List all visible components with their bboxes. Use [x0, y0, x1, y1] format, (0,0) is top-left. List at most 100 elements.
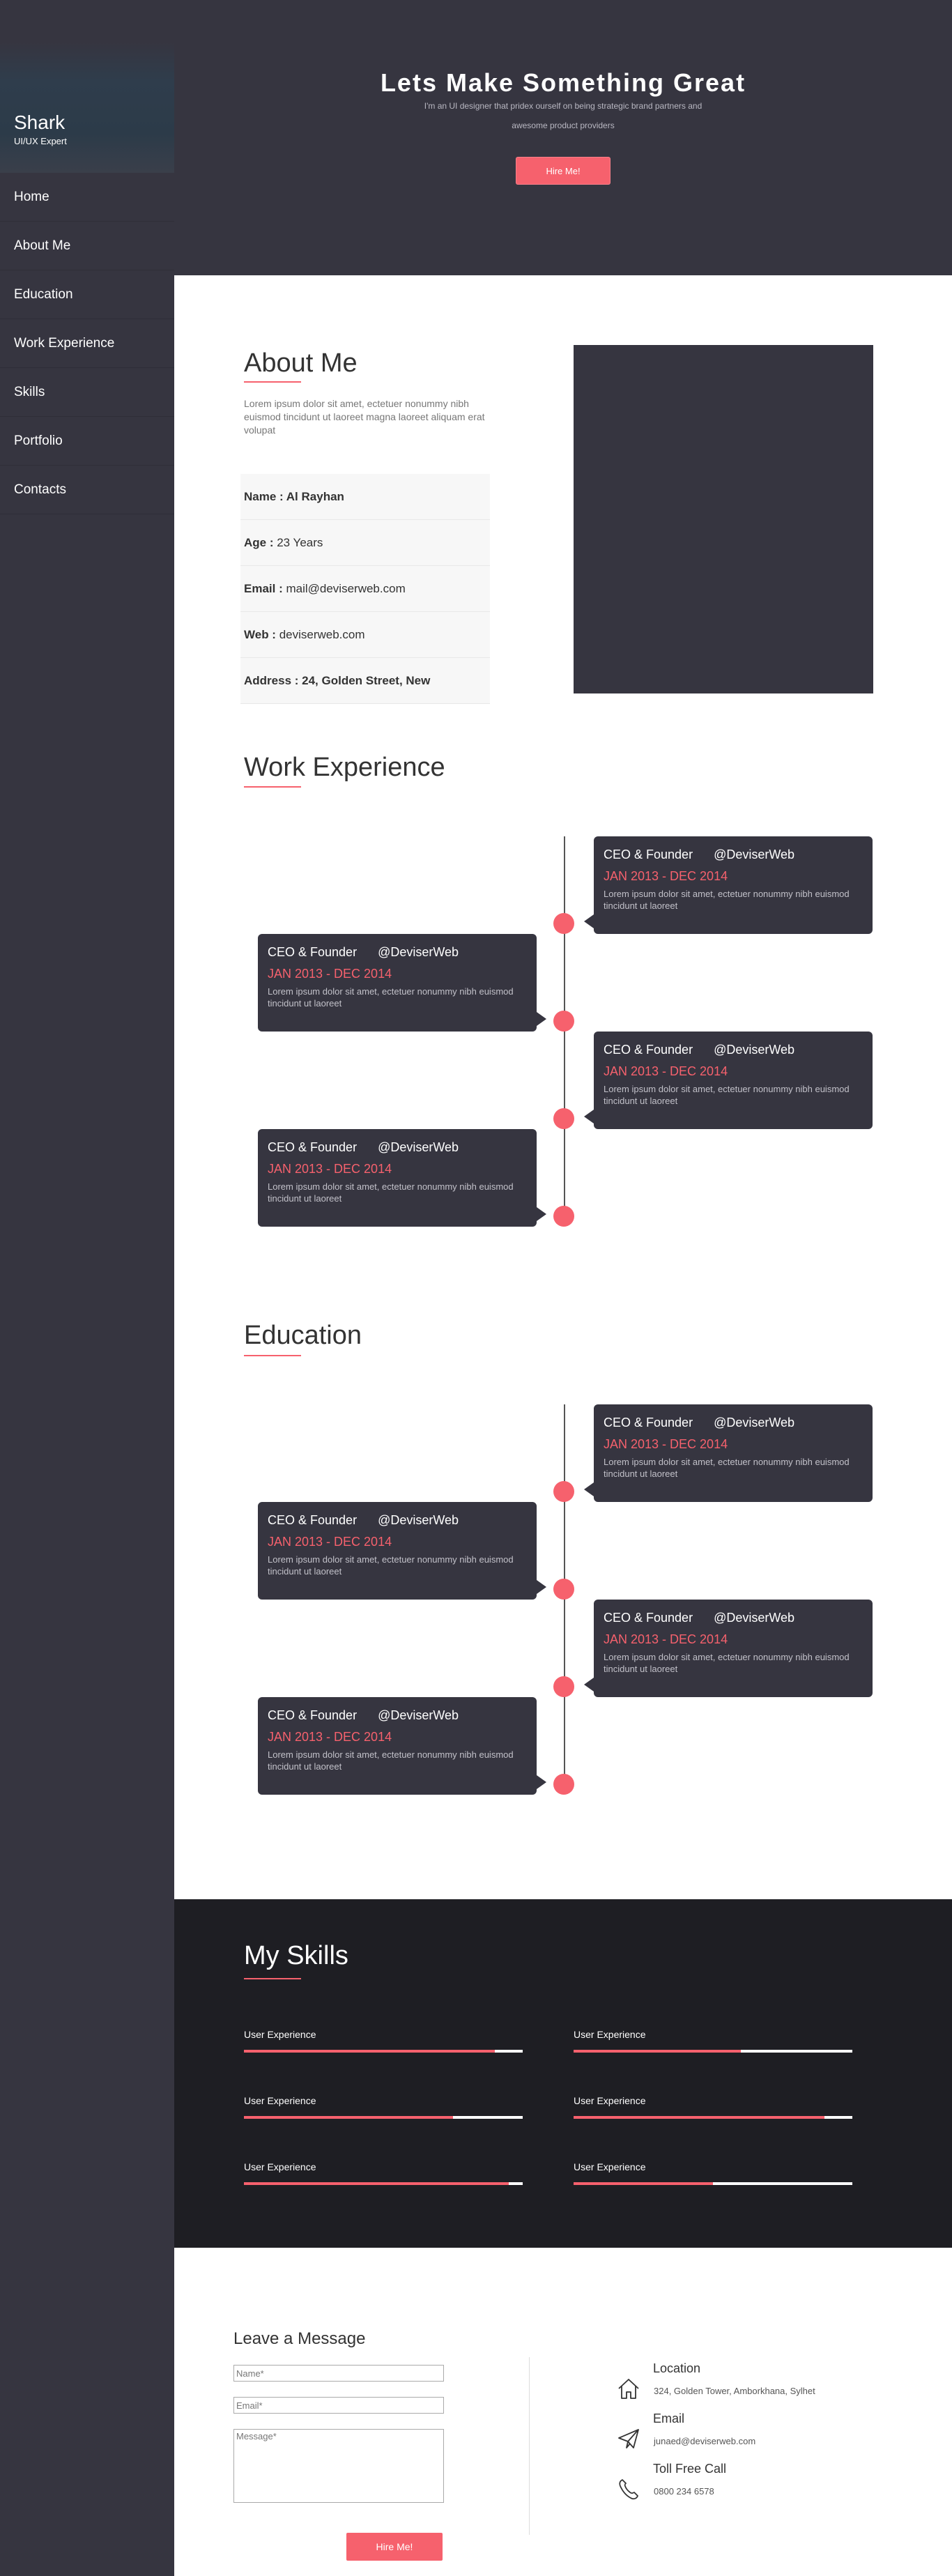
entry-desc: Lorem ipsum dolor sit amet, ectetuer non… — [604, 889, 850, 911]
nav-item-portfolio[interactable]: Portfolio — [0, 417, 174, 466]
info-key: Age : — [244, 536, 274, 549]
timeline-dot — [553, 1481, 574, 1502]
info-value: mail@deviserweb.com — [282, 582, 406, 595]
skill-label: User Experience — [574, 2095, 646, 2106]
skill-item: User Experience — [244, 2161, 523, 2185]
entry-desc: Lorem ipsum dolor sit amet, ectetuer non… — [268, 1749, 514, 1772]
info-row-age: Age : 23 Years — [240, 520, 490, 566]
nav-item-about[interactable]: About Me — [0, 222, 174, 270]
email-field[interactable] — [233, 2397, 444, 2414]
name-field[interactable] — [233, 2365, 444, 2382]
skill-item: User Experience — [244, 2095, 523, 2119]
entry-date: JAN 2013 - DEC 2014 — [604, 869, 728, 883]
info-key: Email : — [244, 582, 283, 595]
message-field[interactable] — [233, 2429, 444, 2503]
entry-date: JAN 2013 - DEC 2014 — [604, 1632, 728, 1646]
entry-role: CEO & Founder — [604, 1416, 693, 1429]
sidebar: Shark UI/UX Expert Home About Me Educati… — [0, 0, 174, 2576]
location-value: 324, Golden Tower, Amborkhana, Sylhet — [654, 2386, 815, 2396]
skill-label: User Experience — [244, 2161, 316, 2172]
location-title: Location — [653, 2361, 701, 2375]
skill-item: User Experience — [244, 2029, 523, 2053]
paper-plane-icon — [618, 2429, 639, 2448]
timeline-dot — [553, 1676, 574, 1697]
profile-header: Shark UI/UX Expert — [0, 42, 174, 173]
entry-handle: @DeviserWeb — [378, 1513, 459, 1527]
send-message-button[interactable]: Hire Me! — [346, 2533, 443, 2561]
contact-title: Leave a Message — [233, 2329, 366, 2348]
nav-item-skills[interactable]: Skills — [0, 368, 174, 417]
entry-role: CEO & Founder — [268, 1140, 358, 1154]
skill-bar-fill — [574, 2116, 824, 2119]
work-entry: CEO & Founder @DeviserWeb JAN 2013 - DEC … — [584, 836, 873, 934]
info-key: Web : — [244, 628, 276, 641]
timeline-dot — [553, 913, 574, 934]
skill-bar-fill — [244, 2182, 509, 2185]
nav-item-home[interactable]: Home — [0, 173, 174, 222]
education-entry: CEO & Founder @DeviserWeb JAN 2013 - DEC … — [258, 1502, 546, 1600]
education-entry: CEO & Founder @DeviserWeb JAN 2013 - DEC … — [584, 1600, 873, 1697]
entry-desc: Lorem ipsum dolor sit amet, ectetuer non… — [604, 1084, 850, 1106]
entry-handle: @DeviserWeb — [378, 1708, 459, 1722]
entry-date: JAN 2013 - DEC 2014 — [604, 1064, 728, 1078]
skill-bar-fill — [574, 2182, 713, 2185]
entry-handle: @DeviserWeb — [378, 1140, 459, 1154]
work-entry: CEO & Founder @DeviserWeb JAN 2013 - DEC … — [258, 1129, 546, 1227]
entry-role: CEO & Founder — [268, 1513, 358, 1527]
profile-role: UI/UX Expert — [14, 136, 67, 146]
entry-desc: Lorem ipsum dolor sit amet, ectetuer non… — [268, 1181, 514, 1204]
info-row-email: Email : mail@deviserweb.com — [240, 566, 490, 612]
phone-title: Toll Free Call — [653, 2462, 727, 2476]
skill-item: User Experience — [574, 2095, 852, 2119]
timeline-dot — [553, 1579, 574, 1600]
entry-handle: @DeviserWeb — [714, 848, 795, 861]
skills-section: My Skills User Experience User Experienc… — [174, 1899, 952, 2248]
info-value: 24, Golden Street, New — [298, 674, 431, 687]
entry-date: JAN 2013 - DEC 2014 — [268, 1162, 392, 1176]
info-row-name: Name : Al Rayhan — [240, 474, 490, 520]
email-title: Email — [653, 2412, 685, 2425]
entry-handle: @DeviserWeb — [714, 1416, 795, 1429]
about-title: About Me — [244, 348, 358, 378]
work-entry: CEO & Founder@DeviserWeb JAN 2013 - DEC … — [584, 1032, 873, 1129]
info-value: deviserweb.com — [275, 628, 365, 641]
entry-date: JAN 2013 - DEC 2014 — [268, 1535, 392, 1549]
entry-date: JAN 2013 - DEC 2014 — [268, 1730, 392, 1744]
entry-role: CEO & Founder — [604, 848, 693, 861]
timeline-dot — [553, 1206, 574, 1227]
skill-bar — [244, 2050, 523, 2053]
skill-bar — [574, 2182, 852, 2185]
hero-hire-button[interactable]: Hire Me! — [516, 157, 611, 185]
nav-item-education[interactable]: Education — [0, 270, 174, 319]
hero-section: Lets Make Something Great I'm an UI desi… — [174, 0, 952, 275]
education-title: Education — [244, 1321, 362, 1350]
skill-label: User Experience — [244, 2029, 316, 2040]
info-value: Al Rayhan — [283, 490, 344, 503]
about-text: Lorem ipsum dolor sit amet, ectetuer non… — [244, 398, 485, 436]
info-row-web: Web : deviserweb.com — [240, 612, 490, 658]
skill-label: User Experience — [574, 2029, 646, 2040]
phone-icon — [619, 2479, 638, 2500]
nav-item-work-experience[interactable]: Work Experience — [0, 319, 174, 368]
entry-role: CEO & Founder — [268, 1708, 358, 1722]
entry-desc: Lorem ipsum dolor sit amet, ectetuer non… — [268, 1554, 514, 1577]
about-title-underline — [244, 381, 301, 383]
skill-bar-fill — [244, 2050, 495, 2053]
info-key: Name : — [244, 490, 284, 503]
skill-bar — [244, 2116, 523, 2119]
contact-divider — [529, 2357, 530, 2535]
education-entry: CEO & Founder@DeviserWeb JAN 2013 - DEC … — [584, 1404, 873, 1502]
education-title-underline — [244, 1355, 301, 1356]
entry-handle: @DeviserWeb — [714, 1043, 795, 1057]
entry-role: CEO & Founder — [604, 1611, 693, 1625]
entry-handle: @DeviserWeb — [714, 1611, 795, 1625]
phone-value: 0800 234 6578 — [654, 2486, 714, 2497]
nav-item-contacts[interactable]: Contacts — [0, 466, 174, 514]
info-value: 23 Years — [273, 536, 323, 549]
home-icon — [618, 2379, 639, 2399]
education-entry: CEO & Founder @DeviserWeb JAN 2013 - DEC … — [258, 1697, 546, 1795]
entry-role: CEO & Founder — [268, 945, 358, 959]
work-title: Work Experience — [244, 753, 445, 782]
skill-label: User Experience — [574, 2161, 646, 2172]
entry-desc: Lorem ipsum dolor sit amet, ectetuer non… — [604, 1457, 850, 1479]
